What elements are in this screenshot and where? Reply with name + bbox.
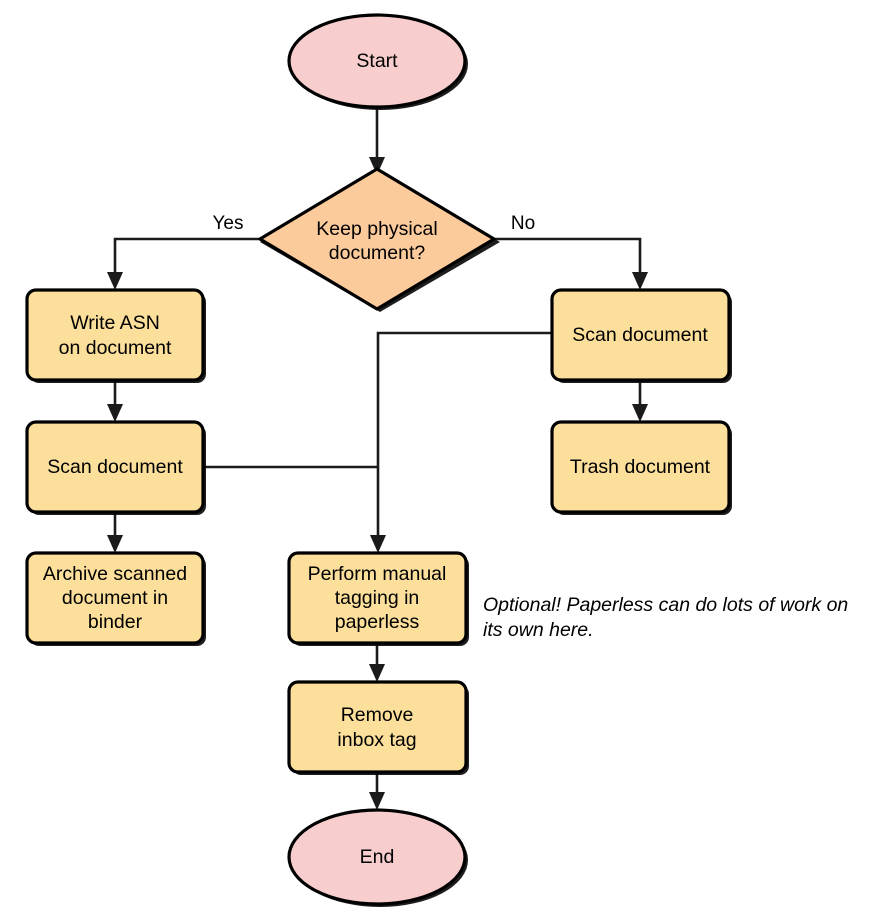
connector-layer — [107, 108, 648, 810]
edge-scan-right-to-tagging — [370, 331, 552, 553]
optional-note-line-1: Optional! Paperless can do lots of work … — [483, 594, 848, 616]
node-trash[interactable]: Trash document — [550, 420, 732, 515]
tagging-label-line-1: Perform manual — [308, 563, 447, 585]
remove-inbox-label-line-2: inbox tag — [337, 729, 416, 751]
edge-write-asn-to-scan-left — [107, 380, 123, 422]
tagging-label-line-3: paperless — [335, 611, 420, 633]
edge-scan-right-to-trash — [632, 380, 648, 422]
scan-right-label: Scan document — [572, 324, 708, 346]
node-start[interactable]: Start — [287, 13, 468, 110]
node-remove-inbox[interactable]: Remove inbox tag — [287, 680, 469, 775]
edge-label-no: No — [511, 213, 535, 234]
node-decision[interactable]: Keep physical document? — [258, 167, 500, 312]
write-asn-label-line-1: Write ASN — [70, 312, 160, 334]
edge-tagging-to-remove-inbox — [369, 643, 385, 682]
scan-left-box — [25, 420, 205, 514]
edge-decision-yes — [107, 237, 260, 290]
node-scan-right[interactable]: Scan document — [550, 288, 732, 383]
end-ellipse — [287, 808, 467, 906]
end-label: End — [360, 846, 395, 868]
archive-label-line-1: Archive scanned — [43, 563, 187, 585]
tagging-label-line-2: tagging in — [335, 587, 420, 609]
node-scan-left[interactable]: Scan document — [25, 420, 206, 515]
edge-label-yes: Yes — [213, 213, 244, 234]
node-tagging[interactable]: Perform manual tagging in paperless — [287, 551, 469, 646]
archive-label-line-3: binder — [88, 611, 143, 633]
write-asn-box — [25, 288, 205, 382]
trash-label: Trash document — [570, 456, 711, 478]
optional-note: Optional! Paperless can do lots of work … — [483, 594, 848, 641]
start-ellipse — [287, 13, 467, 109]
edge-start-to-decision — [369, 108, 385, 175]
trash-box — [550, 420, 731, 514]
scan-right-box — [550, 288, 731, 382]
optional-note-line-2: its own here. — [483, 619, 594, 641]
edge-remove-inbox-to-end — [369, 772, 385, 810]
decision-label-line-2: document? — [329, 242, 426, 264]
archive-label-line-2: document in — [62, 587, 168, 609]
write-asn-label-line-2: on document — [59, 337, 172, 359]
node-write-asn[interactable]: Write ASN on document — [25, 288, 206, 383]
remove-inbox-label-line-1: Remove — [341, 704, 414, 726]
tagging-box — [287, 551, 468, 645]
decision-label-line-1: Keep physical — [316, 218, 437, 240]
remove-inbox-box — [287, 680, 468, 774]
node-end[interactable]: End — [287, 808, 468, 907]
edge-scan-left-to-archive — [107, 512, 123, 553]
start-label: Start — [356, 50, 398, 72]
decision-diamond — [258, 167, 496, 311]
edge-decision-no — [494, 237, 648, 290]
node-archive[interactable]: Archive scanned document in binder — [25, 551, 206, 646]
archive-box — [25, 551, 205, 645]
scan-left-label: Scan document — [47, 456, 183, 478]
